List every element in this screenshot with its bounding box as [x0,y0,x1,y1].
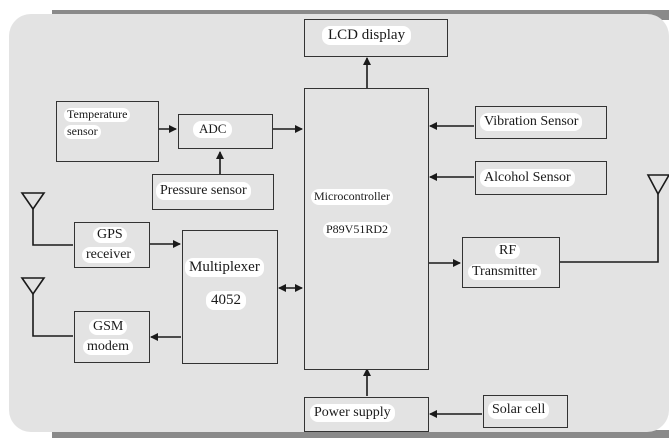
vibration-sensor-block: Vibration Sensor [475,106,607,139]
multiplexer-model-label: 4052 [206,291,246,311]
solar-cell-block: Solar cell [483,395,568,428]
rf-transmitter-label-line1: RF [495,243,521,260]
microcontroller-label: Microcontroller [311,189,393,205]
adc-label: ADC [193,121,233,138]
gsm-modem-label-line2: modem [83,339,133,356]
multiplexer-label: Multiplexer [185,258,264,278]
pressure-sensor-block: Pressure sensor [152,174,274,210]
temperature-sensor-label-line2: sensor [64,124,101,139]
power-supply-label: Power supply [310,404,395,423]
rf-transmitter-label-line2: Transmitter [468,264,541,281]
solar-cell-label: Solar cell [488,401,550,420]
gsm-modem-block: GSM modem [74,311,150,363]
gps-receiver-block: GPS receiver [74,222,150,268]
gsm-modem-label-line1: GSM [89,319,128,336]
gsm-antenna-icon [20,277,73,337]
lcd-display-block: LCD display [304,19,448,57]
adc-block: ADC [178,114,273,149]
microcontroller-model-label: P89V51RD2 [323,222,392,238]
vibration-sensor-label: Vibration Sensor [480,113,583,132]
temperature-sensor-label-line1: Temperature [64,107,131,122]
rf-antenna-icon [560,174,669,263]
gps-receiver-label-line1: GPS [93,227,127,244]
temperature-sensor-block: Temperature sensor [56,101,159,162]
rf-transmitter-block: RF Transmitter [462,237,560,288]
alcohol-sensor-label: Alcohol Sensor [480,169,575,188]
microcontroller-block: Microcontroller P89V51RD2 [304,88,429,370]
gps-receiver-label-line2: receiver [82,247,136,264]
alcohol-sensor-block: Alcohol Sensor [475,161,607,195]
lcd-display-label: LCD display [322,26,412,46]
power-supply-block: Power supply [304,397,429,432]
pressure-sensor-label: Pressure sensor [156,182,251,201]
multiplexer-block: Multiplexer 4052 [182,230,278,364]
gps-antenna-icon [20,192,73,246]
frame-bottom-strip [52,430,669,438]
